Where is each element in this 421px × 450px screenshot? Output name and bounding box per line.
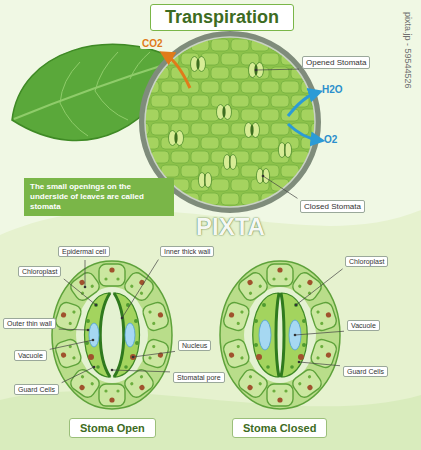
closed-stoma <box>198 173 211 188</box>
leader-dot <box>121 317 124 320</box>
gas-arrow <box>288 124 318 140</box>
leader-dot <box>95 304 98 307</box>
part-label: Nucleus <box>178 340 211 351</box>
gas-arrow <box>288 93 316 116</box>
stoma-open-figure <box>52 261 172 409</box>
leader-dot <box>87 329 90 332</box>
leader-line <box>64 279 96 305</box>
leader-line <box>296 269 343 305</box>
open-stoma <box>169 131 184 146</box>
open-stoma <box>245 123 260 138</box>
leader-line <box>295 331 344 335</box>
part-label: Vacuole <box>14 350 47 361</box>
leader-dot <box>294 334 297 337</box>
leader-line <box>112 370 170 372</box>
part-label: Chloroplast <box>345 256 388 267</box>
part-label: Guard Cells <box>14 384 59 395</box>
part-label: Chloroplast <box>18 266 61 277</box>
part-label: Vacuole <box>347 320 380 331</box>
closed-stoma <box>256 169 269 184</box>
leader-dot <box>262 175 265 178</box>
leader-line <box>256 69 299 71</box>
watermark: PIXTA <box>196 213 265 241</box>
node-text: The small openings on the underside of l… <box>30 182 168 212</box>
gas-label: O2 <box>324 134 337 145</box>
leader-line <box>85 260 86 287</box>
background-wave <box>0 0 421 235</box>
leader-line <box>50 340 93 349</box>
leader-line <box>263 176 297 198</box>
leader-dot <box>132 356 135 359</box>
caption-box: Stoma Open <box>69 418 156 438</box>
background-wave <box>0 391 421 450</box>
leader-line <box>122 260 158 318</box>
leader-line <box>299 362 340 366</box>
part-label: Epidermal cell <box>58 246 110 257</box>
leader-dot <box>255 69 258 72</box>
gas-label: CO2 <box>140 38 165 49</box>
stoma-closed-figure <box>220 261 340 409</box>
leader-dot <box>84 286 87 289</box>
note-box: The small openings on the underside of l… <box>24 178 174 216</box>
callout-label: Opened Stomata <box>302 56 370 69</box>
open-stoma <box>191 57 206 72</box>
node-text: Stoma Open <box>80 422 145 434</box>
leader-line <box>133 351 175 357</box>
leader-dot <box>92 339 95 342</box>
node-text: Stoma Closed <box>243 422 316 434</box>
part-label: Inner thick wall <box>160 246 214 257</box>
closed-stoma <box>278 143 291 158</box>
gas-label: H2O <box>322 84 343 95</box>
leader-dot <box>298 361 301 364</box>
caption-box: Stoma Closed <box>232 418 327 438</box>
part-label: Guard Cells <box>343 366 388 377</box>
gas-arrow <box>166 55 190 88</box>
leader-line <box>59 329 88 331</box>
leader-dot <box>93 366 96 369</box>
watermark: pixta.jp - 59544526 <box>403 12 413 89</box>
open-stoma <box>217 105 232 120</box>
leader-dot <box>111 369 114 372</box>
title-box: Transpiration <box>150 4 294 31</box>
leader-dot <box>295 304 298 307</box>
leader-line <box>62 367 94 383</box>
diagram-title: Transpiration <box>165 7 279 28</box>
part-label: Outer thin wall <box>3 318 56 329</box>
part-label: Stomatal pore <box>173 372 225 383</box>
closed-stoma <box>223 155 236 170</box>
callout-label: Closed Stomata <box>300 200 365 213</box>
